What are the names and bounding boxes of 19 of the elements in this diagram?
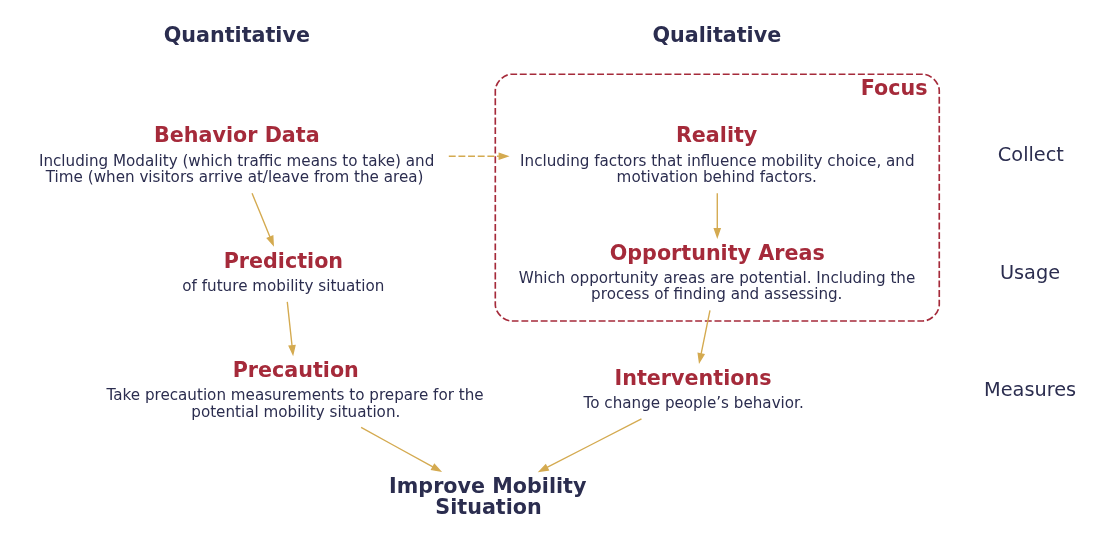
arrow <box>250 192 274 247</box>
arrow <box>359 426 442 472</box>
label: Qualitative <box>651 22 781 47</box>
arrow <box>696 309 711 365</box>
label: Quantitative <box>163 22 310 47</box>
node-text: Reality Including factors that influence mobility choice, and motivation behind factors. <box>519 123 915 187</box>
arrow <box>447 152 510 161</box>
node-text: Precaution Take precaution measurements to prepare for the potential mobility situation. <box>105 357 484 421</box>
node-text: Improve Mobility Situation <box>388 474 586 520</box>
arrow <box>537 418 642 473</box>
arrow <box>712 192 721 239</box>
label: Usage <box>999 260 1060 284</box>
node-text: Prediction of future mobility situation <box>181 248 384 296</box>
node-text: Opportunity Areas Which opportunity areas are potential. Including the process of finding and assessing. <box>518 240 915 304</box>
node-text: Interventions To change people’s behavior. <box>583 366 804 413</box>
label: Measures <box>983 377 1076 401</box>
label: Collect <box>997 143 1064 167</box>
arrow <box>286 301 296 357</box>
node-text: Behavior Data Including Modality (which traffic means to take) and Time (when visitors arrive at/leave from the area) <box>38 123 434 187</box>
